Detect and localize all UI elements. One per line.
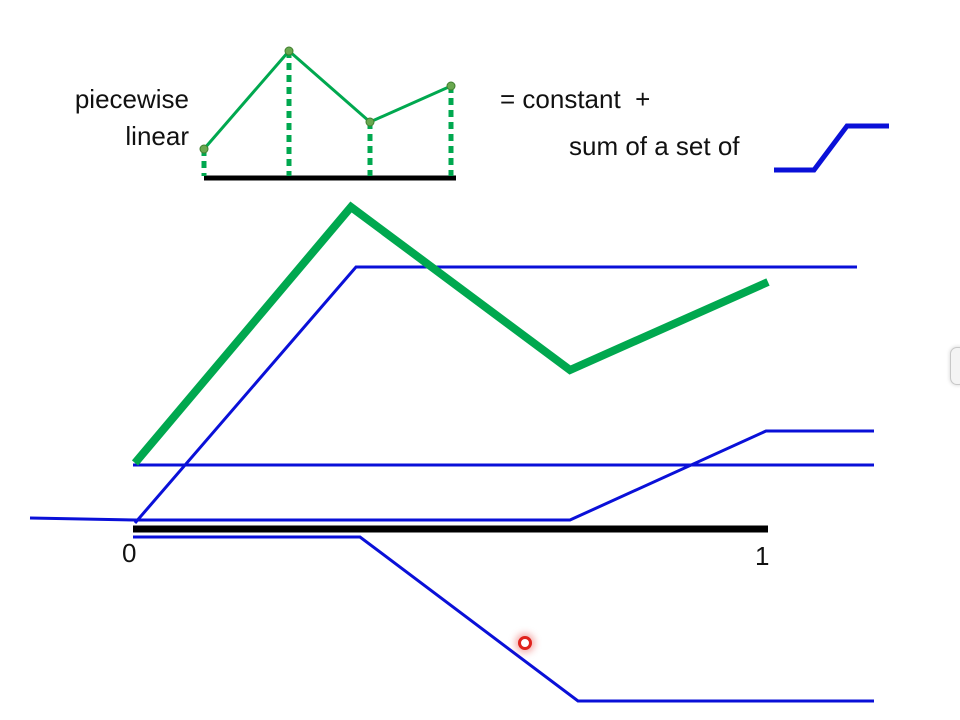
laser-pointer-icon xyxy=(518,636,532,650)
main-plot xyxy=(29,201,874,703)
piecewise-linear-curve xyxy=(131,201,770,466)
side-panel-tab[interactable] xyxy=(950,347,960,385)
example-plot xyxy=(199,46,456,181)
example-knot xyxy=(284,46,294,56)
piecewise-label: piecewise xyxy=(74,84,189,114)
ramp-up-first xyxy=(133,265,857,524)
example-piecewise-curve xyxy=(202,48,452,150)
axis-start-label: 0 xyxy=(122,538,137,568)
axis-end-label: 1 xyxy=(755,541,770,571)
ramp-up-last xyxy=(29,429,874,522)
example-knot xyxy=(365,117,375,127)
example-knots xyxy=(199,46,456,154)
equals-constant-label: = constant + xyxy=(500,84,651,114)
ramp-down-middle xyxy=(133,535,874,703)
sum-of-set-label: sum of a set of xyxy=(569,131,740,161)
linear-label: linear xyxy=(125,121,189,151)
example-drop-lines xyxy=(201,51,454,176)
example-knot xyxy=(446,81,456,91)
example-knot xyxy=(199,144,209,154)
ramp-step-icon xyxy=(774,123,889,173)
